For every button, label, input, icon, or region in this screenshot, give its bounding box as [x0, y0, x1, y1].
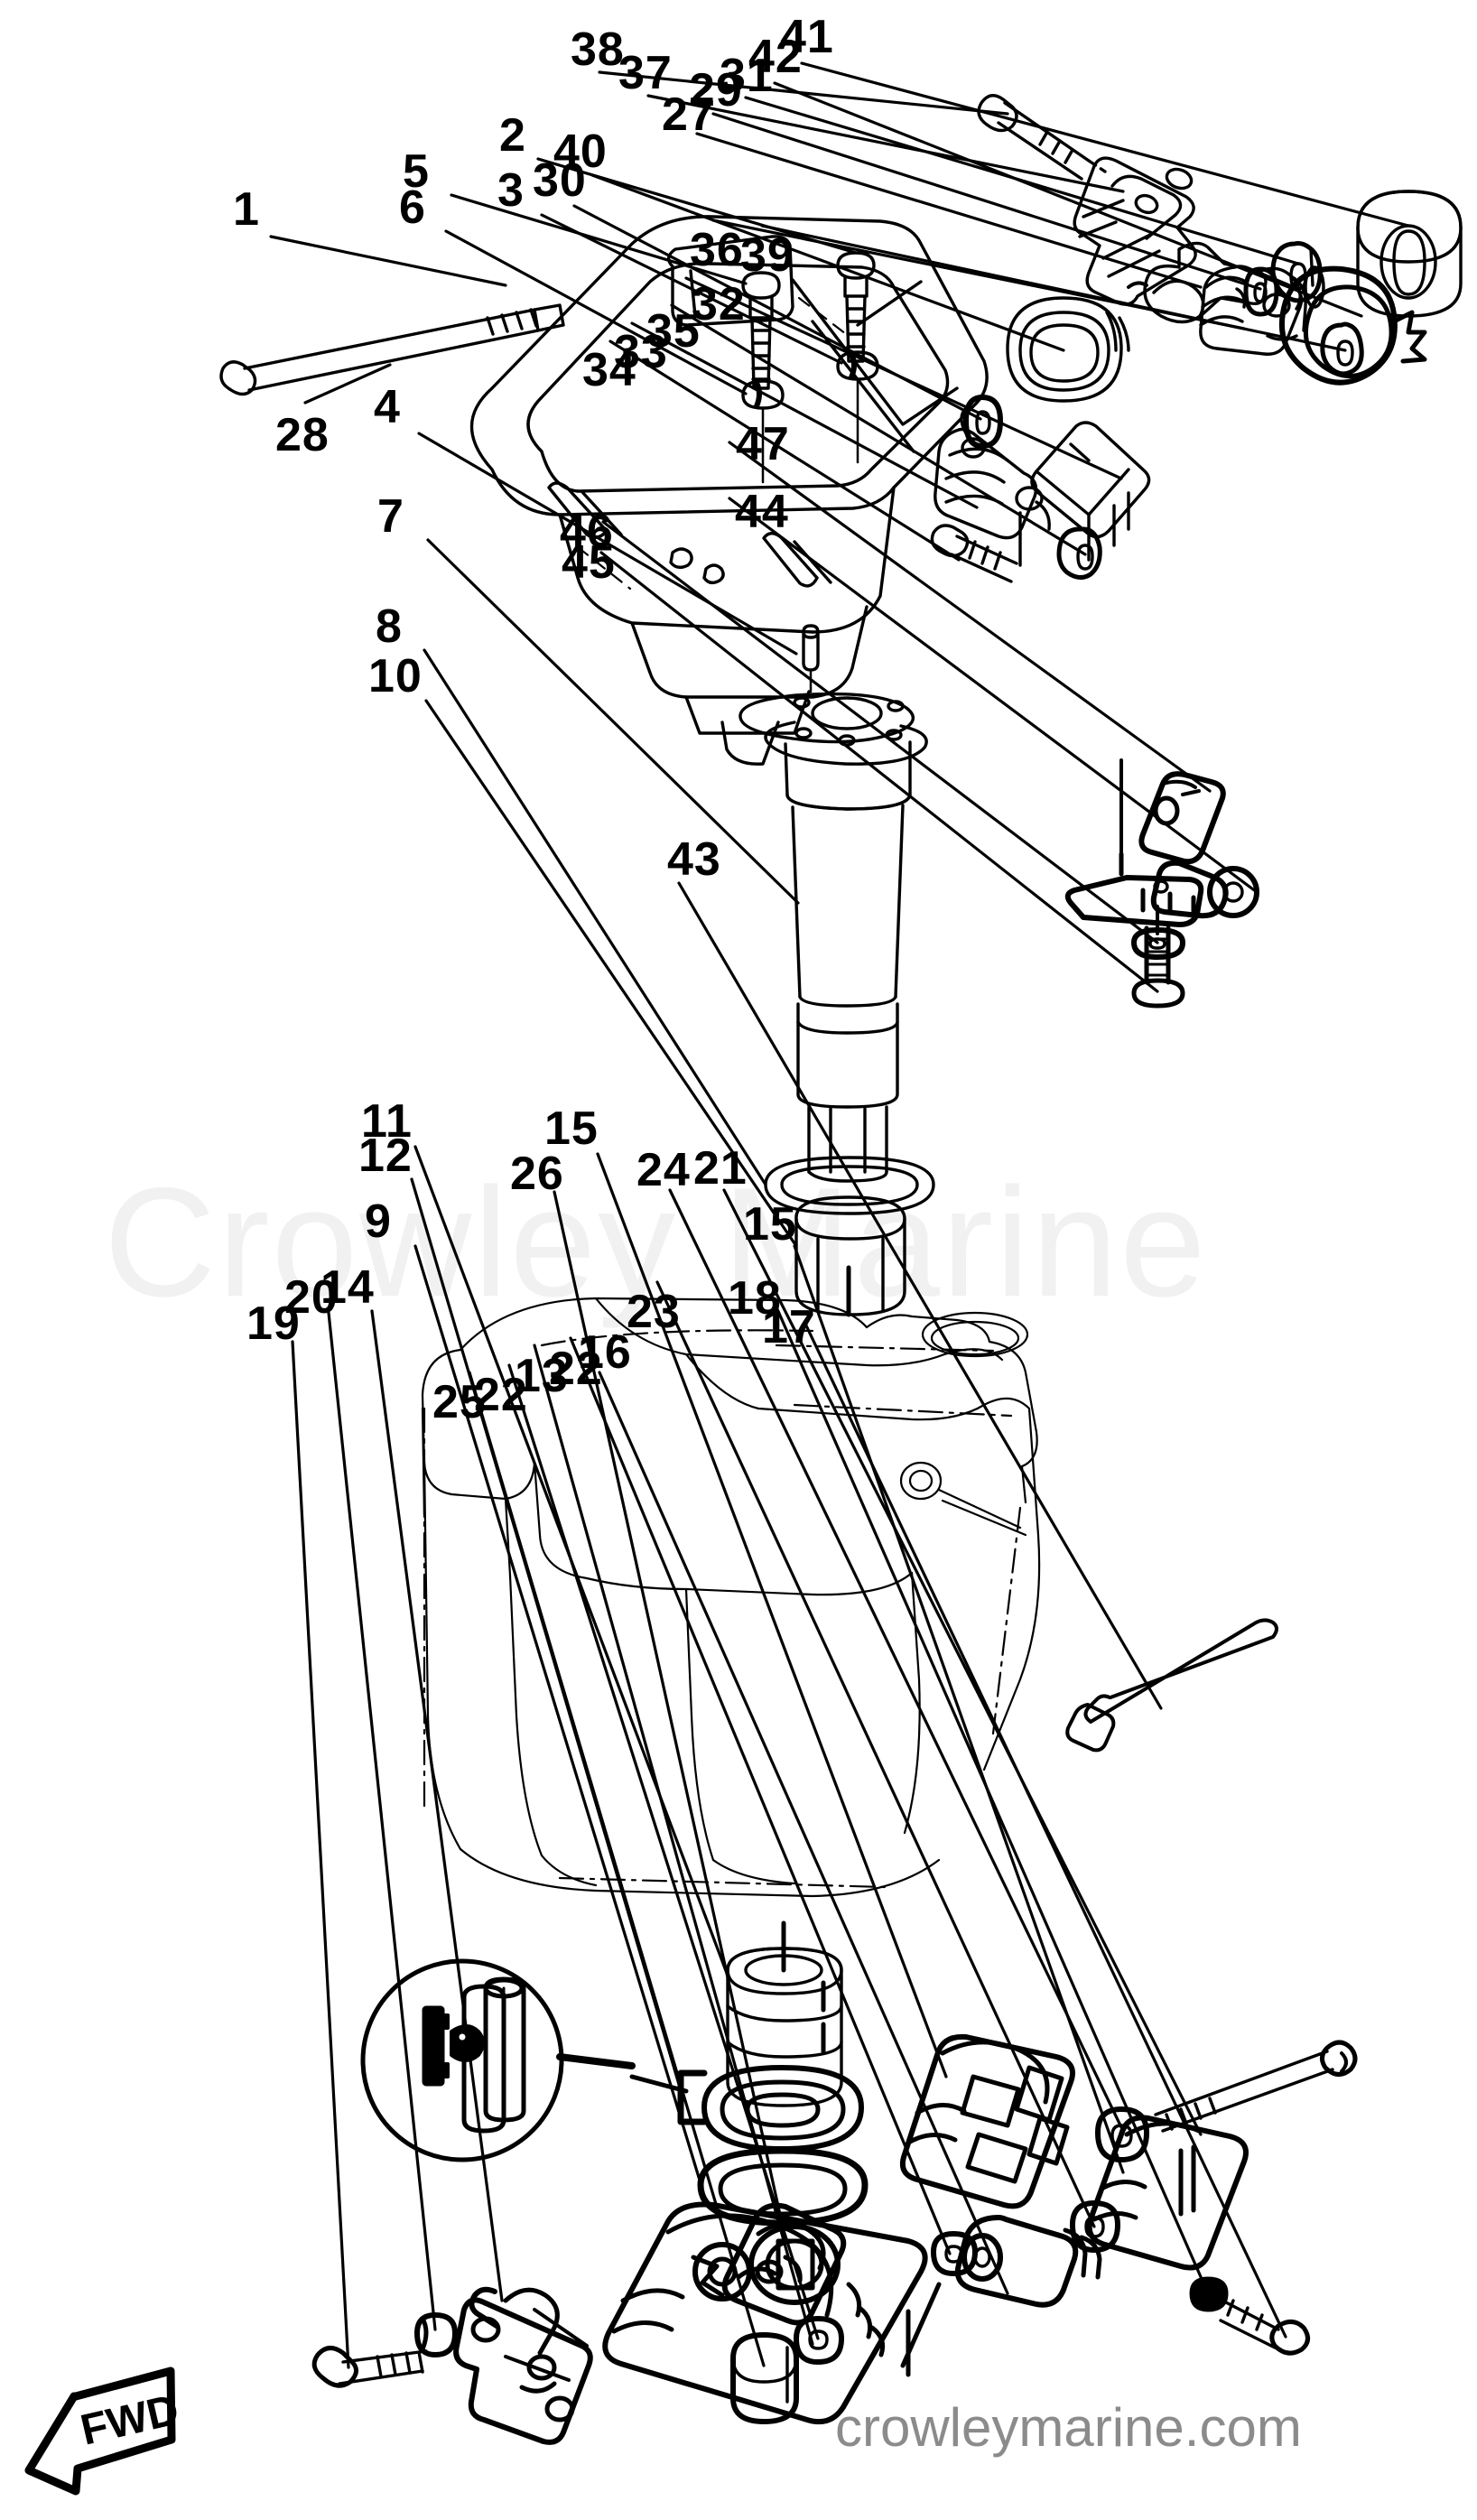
part-32-block — [1030, 421, 1151, 562]
callout-10: 10 — [368, 650, 423, 702]
part-44-cable-clip — [1064, 851, 1259, 927]
callout-38: 38 — [571, 23, 625, 76]
callout-41: 41 — [780, 11, 834, 63]
callout-42: 42 — [748, 31, 803, 83]
part-35-nut — [1056, 526, 1102, 580]
part-20-clip — [414, 2312, 458, 2357]
detail-inset-circle — [360, 1958, 636, 2162]
callout-15-upper: 15 — [544, 1102, 599, 1155]
callout-21: 21 — [693, 1142, 748, 1195]
callout-23: 23 — [627, 1286, 681, 1338]
part-11-bearing-housing — [726, 1920, 843, 2107]
part-18-nut — [1189, 2276, 1229, 2312]
callout-9: 9 — [365, 1195, 392, 1248]
callout-6: 6 — [399, 181, 426, 234]
callout-7: 7 — [377, 490, 404, 543]
part-5-bolt — [741, 271, 781, 390]
callout-24: 24 — [636, 1144, 691, 1196]
part-15-clamp-bracket-upper — [899, 2033, 1075, 2209]
callout-34: 34 — [582, 344, 636, 396]
callout-14: 14 — [320, 1261, 375, 1314]
callout-11: 11 — [361, 1095, 413, 1148]
part-22-washer-a — [794, 2316, 844, 2365]
part-16-swivel-pin — [954, 2215, 1102, 2308]
callout-43: 43 — [667, 833, 721, 886]
callout-22-a: 22 — [549, 1343, 603, 1395]
part-9-seal — [697, 2147, 869, 2227]
callout-2: 2 — [499, 109, 526, 162]
part-45-screw — [1131, 925, 1185, 1009]
fwd-orientation-badge: FWD — [24, 2367, 183, 2496]
callout-15-lower: 15 — [743, 1198, 797, 1251]
callout-46: 46 — [560, 506, 614, 558]
part-34-bolt — [930, 524, 1018, 583]
callout-26: 26 — [510, 1148, 564, 1200]
part-38-bolt — [977, 94, 1107, 181]
callout-1: 1 — [233, 183, 260, 236]
callout-39: 39 — [740, 229, 794, 282]
part-39-nut — [1320, 321, 1364, 377]
part-41-bushing — [1356, 190, 1463, 318]
part-17-bolt — [1219, 2299, 1310, 2356]
callout-40: 40 — [553, 126, 608, 178]
callout-19: 19 — [246, 1297, 301, 1350]
part-12-bearing — [629, 2065, 864, 2152]
callout-36: 36 — [690, 224, 744, 276]
callout-37: 37 — [618, 47, 673, 99]
part-43-cable-tie — [1065, 1618, 1278, 1753]
callout-28: 28 — [275, 409, 330, 461]
callout-35: 35 — [646, 305, 701, 358]
part-3-clip — [836, 350, 879, 464]
part-19-bolt — [311, 2346, 428, 2388]
callout-44: 44 — [735, 486, 789, 538]
part-14-clamp — [453, 2286, 593, 2445]
part-47-spacer — [1138, 771, 1226, 865]
callout-3: 3 — [497, 164, 525, 217]
callout-25: 25 — [432, 1376, 487, 1428]
part-7-swivel-shaft — [738, 692, 928, 1183]
callout-12: 12 — [358, 1130, 413, 1182]
part-4-pin — [802, 624, 820, 693]
callout-20: 20 — [284, 1271, 339, 1324]
part-33-arm — [934, 427, 1051, 567]
callout-18: 18 — [728, 1272, 782, 1325]
callout-5: 5 — [403, 145, 430, 198]
callout-47: 47 — [736, 418, 790, 470]
part-21-long-bolt — [1154, 2040, 1358, 2133]
part-30-seal — [1006, 296, 1130, 403]
callout-8: 8 — [376, 600, 403, 653]
callout-4: 4 — [374, 381, 401, 433]
